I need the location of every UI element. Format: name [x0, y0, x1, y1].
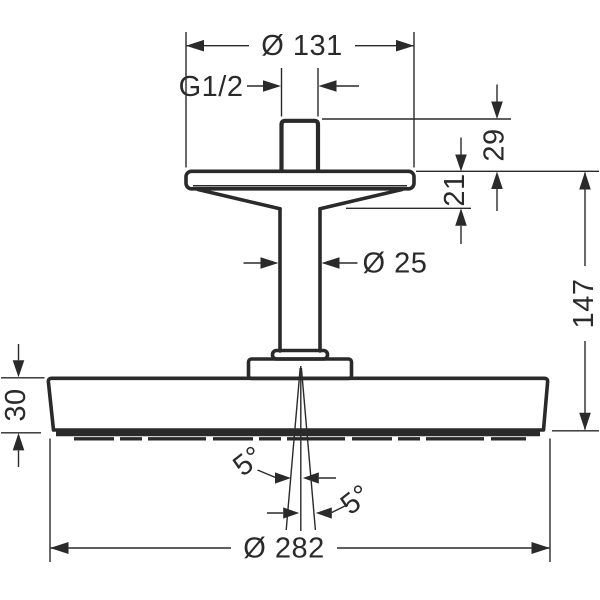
arrowhead-down — [491, 101, 503, 119]
product-outline — [46, 118, 550, 441]
dim-head-diameter: Ø 282 — [49, 438, 551, 565]
leader-line — [331, 504, 347, 514]
arrowhead-down — [455, 154, 467, 172]
dim-spray-angle-right: 5° — [267, 479, 377, 522]
dim-label-pipe-diameter: Ø 25 — [363, 248, 428, 280]
flange-taper-left — [196, 187, 282, 211]
dim-spray-angle-left: 5° — [227, 440, 336, 484]
dim-label-nipple-height: 29 — [479, 128, 511, 161]
arrowhead-left — [302, 472, 319, 484]
dim-label-head-diameter: Ø 282 — [243, 533, 325, 565]
dim-flange-height: 21 — [346, 137, 471, 244]
arrowhead-down — [12, 360, 25, 378]
arrowhead-right — [260, 257, 279, 269]
arrowhead-right — [283, 507, 300, 519]
arrowhead-left — [318, 80, 337, 92]
arrowhead-right — [263, 80, 281, 92]
spray-centerlines — [285, 366, 317, 531]
arrowhead-right — [396, 39, 414, 52]
arrowhead-up — [12, 433, 25, 451]
dim-label-spray-angle-left: 5° — [227, 440, 269, 483]
shower-head-body — [46, 376, 550, 432]
arrowhead-left — [321, 257, 340, 269]
arrowhead-left — [50, 542, 69, 554]
arrowhead-up — [579, 171, 591, 190]
dim-total-height: 147 — [552, 171, 600, 432]
ceiling-flange — [184, 169, 416, 191]
dim-label-flange-height: 21 — [439, 173, 471, 206]
arrowhead-down — [579, 412, 591, 431]
dim-label-total-height: 147 — [568, 279, 600, 329]
leader-line — [257, 469, 276, 479]
arrowhead-right — [531, 542, 550, 554]
arrowhead-up — [455, 208, 467, 226]
thread-nipple — [279, 118, 321, 173]
dim-nipple-height: 29 — [322, 84, 599, 211]
dim-label-head-height: 30 — [0, 388, 32, 421]
arrowhead-left — [186, 39, 204, 52]
dim-label-flange-diameter: Ø 131 — [261, 30, 343, 62]
dim-label-spray-angle-right: 5° — [335, 479, 377, 522]
dim-label-thread-size: G1/2 — [179, 71, 244, 103]
dim-pipe-diameter: Ø 25 — [243, 248, 428, 280]
spray-line-left — [285, 367, 301, 531]
flange-taper-right — [318, 187, 404, 211]
arrowhead-left — [315, 507, 332, 519]
spray-line-right — [300, 367, 317, 531]
dim-flange-diameter: Ø 131 — [185, 30, 415, 168]
arrowhead-right — [275, 472, 291, 484]
arrowhead-up — [491, 171, 503, 189]
dim-thread-size: G1/2 — [179, 68, 359, 117]
dim-head-height: 30 — [0, 344, 45, 467]
